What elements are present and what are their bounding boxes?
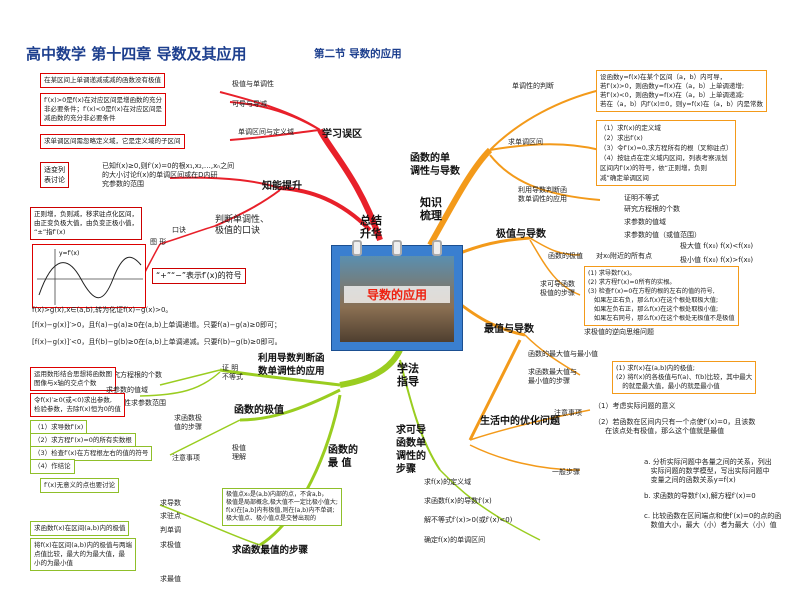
- branch-optimization: 生活中的优化问题: [480, 416, 560, 427]
- apply-item-3: 求参数的值域: [624, 218, 666, 226]
- method-step-2: 求函数f(x)的导数f′(x): [424, 497, 492, 505]
- branch-derivative-steps: 求可导 函数单 调性的 步骤: [396, 425, 426, 475]
- box-mnemonic: 正则增，负则减，移求驻点化区间， 由正变负极大值，由负变正极小值， “±”指f′…: [30, 207, 142, 240]
- hub-knowledge: 知识 梳理: [420, 196, 442, 222]
- text-root-discussion: 已知f(x)≥0,则f′(x)=0的根x₁,x₂,…,xₙ之间 的大小讨论f(x…: [102, 162, 235, 188]
- label-prove-inequality: 证 明 不等式: [222, 364, 243, 381]
- method-step-4: 确定f(x)的单调区间: [424, 536, 486, 544]
- extremum-step-3: （3）检查f′(x)在方程根左右的值的符号: [30, 446, 153, 461]
- branch-learning-misconceptions: 学习误区: [322, 129, 362, 140]
- max-step-stationary: 求驻点: [160, 512, 181, 520]
- label-extremum-understanding: 极值 理解: [232, 444, 246, 461]
- optimization-note-1: （1）考虑实际问题的意义: [594, 402, 676, 410]
- text-max-def: 极大值 f(x₀) f(x)<f(x₀): [680, 242, 754, 250]
- box-max-steps: (1) 求f(x)在(a,b)内的极值; (2) 将f(x)的各极值与f(a)、…: [612, 361, 757, 394]
- binder-ring: [352, 240, 362, 256]
- text-no-extremum: 在某区间上单调递减或减的函数没有极值: [40, 73, 165, 88]
- label-extremum-monotonicity: 极值与单调性: [232, 80, 274, 88]
- max-step-derivative: 求导数: [160, 499, 181, 507]
- extremum-step-4: （4）作结论: [30, 459, 75, 474]
- derivative-curve-svg: y=f′(x): [37, 249, 143, 305]
- branch-skill-improvement: 知能提升: [262, 181, 302, 192]
- label-extremum-steps-right: 求可导函数 极值的步骤: [540, 280, 575, 297]
- graph-f-label: y=f′(x): [59, 250, 79, 257]
- formula-line-1: f(x)>g(x),x∈(a,b),转为化证f(x)−g(x)>0。: [32, 306, 173, 314]
- optimization-note-2: （2）若函数在区间内只有一个点使f′(x)=0，且该数 在该点处有极值，那么这个…: [594, 418, 756, 435]
- center-topic-label: 导数的应用: [344, 286, 450, 303]
- page-title: 高中数学 第十四章 导数及其应用: [26, 45, 247, 63]
- label-general-steps: 一般步骤: [552, 468, 580, 476]
- label-monotonic-judgement: 单调性的判断: [512, 82, 554, 90]
- binder-ring: [432, 240, 442, 256]
- box-sign-meaning: “+”“−”表示f′(x)的符号: [152, 268, 246, 284]
- branch-function-max: 函数的 最 值: [328, 445, 358, 469]
- text-interval-extremum: 求函数f(x)在区间(a,b)内的极值: [30, 521, 130, 536]
- hub-summary: 总结 升华: [360, 214, 382, 240]
- max-step-extremum: 求极值: [160, 541, 181, 549]
- text-interval-subset: 求单调区间需忽略定义域，它是定义域的子区间: [40, 134, 185, 149]
- general-step-c: c. 比较函数在区间端点和使f′(x)=0的点的函 数值大小，最大（小）者为最大…: [644, 512, 782, 529]
- box-monotonic-rule: 设函数y=f(x)在某个区间（a，b）内可导， 若f′(x)>0，则函数y=f(…: [596, 70, 767, 112]
- formula-line-3: [f(x)−g(x)]′<0，且f(b)−g(b)≥0在(a,b)上单调递减。只…: [32, 338, 282, 346]
- text-sufficient-condition: f′(x)>0是f(x)在对应区间是增函数的充分 非必要条件；f′(x)<0是f…: [40, 93, 166, 126]
- text-parameter-check: 令f(x)′≥0(或<0)求出参数, 检验参数，去除f(x)恒为0的值: [30, 393, 125, 417]
- label-derivable: 可导与导减: [232, 100, 267, 108]
- label-find-interval: 求单调区间: [508, 138, 543, 146]
- stones-image: 导数的应用: [340, 256, 454, 342]
- tag-table-discussion: 适变列 表讨论: [40, 162, 69, 188]
- branch-max-derivative: 最值与导数: [484, 324, 534, 335]
- text-min-def: 极小值 f(x₀) f(x)>f(x₀): [680, 256, 754, 264]
- label-extremum-steps: 求函数极 值的步骤: [174, 414, 202, 431]
- label-equation-roots: 研究方程根的个数: [106, 371, 162, 379]
- derivative-graph: y=f′(x): [32, 244, 146, 308]
- box-extremum-steps: (1) 求导数f′(x)。 (2) 求方程f′(x)=0所有的实根。 (3) 检…: [584, 266, 739, 326]
- apply-item-2: 研究方程根的个数: [624, 205, 680, 213]
- center-topic-card: 导数的应用: [331, 240, 463, 351]
- label-notes: 注意事项: [172, 454, 200, 462]
- label-judge-mnemonic: 判断单调性、 极值的口诀: [215, 215, 270, 236]
- label-function-extremum: 函数的极值: [548, 252, 583, 260]
- apply-item-1: 证明不等式: [624, 194, 659, 202]
- max-step-maximum: 求最值: [160, 575, 181, 583]
- text-max-min: 函数的最大值与最小值: [528, 350, 598, 358]
- branch-extremum-derivative: 极值与导数: [496, 229, 546, 240]
- hub-method: 学法 指导: [397, 362, 419, 388]
- text-inverse-thinking: 求极值的逆向思维问题: [584, 328, 654, 336]
- general-step-b: b. 求函数的导数f′(x),解方程f′(x)=0: [644, 492, 756, 500]
- text-compare-endpoints: 将f(x)在区间(a,b)内的极值与两端 点值比较，最大的为最大值，最 小的为最…: [30, 538, 136, 571]
- text-undefined-points: f′(x)无意义的点也要讨论: [40, 478, 120, 493]
- method-step-1: 求f(x)的定义域: [424, 478, 472, 486]
- page-subtitle: 第二节 导数的应用: [314, 48, 402, 60]
- label-mnemonic: 口诀: [172, 226, 186, 234]
- label-max-min-steps: 求函数最大值与 最小值的步骤: [528, 368, 577, 385]
- label-optimization-notes: 注意事项: [554, 409, 582, 417]
- branch-monotonic-application: 利用导数判断函 数单调性的应用: [258, 353, 325, 377]
- formula-line-2: [f(x)−g(x)]′>0，且f(a)−g(a)≥0在(a,b)上单调递增。只…: [32, 321, 281, 329]
- label-max-steps: 求函数最值的步骤: [232, 545, 309, 556]
- branch-function-extremum: 函数的极值: [234, 405, 284, 416]
- apply-item-4: 求参数的值（或值范围）: [624, 231, 701, 239]
- branch-monotonic-derivative: 函数的单 调性与导数: [410, 153, 460, 177]
- label-apply-monotonic: 利用导数判断函 数单调性的应用: [518, 186, 567, 203]
- text-nearby-points: 对x₀附近的所有点: [596, 252, 652, 260]
- box-interval-steps: （1）求f(x)的定义域 （2）求出f′(x) （3）令f′(x)=0,求方程所…: [596, 120, 737, 186]
- label-known-monotonic: 已知单调性求参数范围: [96, 399, 166, 407]
- method-step-3: 解不等式f′(x)>0(或f′(x)<0): [424, 516, 513, 524]
- text-graph-intersections: 运用数形结合思想将函数图 图像与x轴的交点个数: [30, 367, 116, 391]
- box-extremum-properties: 极值点x₀是(a,b)内部的点，不含a,b， 极值是局部概念,极大值不一定比极小…: [222, 488, 342, 526]
- binder-ring: [392, 240, 402, 256]
- max-step-monotonic: 判单调: [160, 526, 181, 534]
- label-graph: 图 形: [150, 238, 167, 246]
- general-step-a: a. 分析实际问题中各量之间的关系，列出 实际问题的数学模型，写出实际问题中 变…: [644, 458, 772, 484]
- label-interval-domain: 单调区间与定义域: [238, 128, 294, 136]
- label-parameter-range: 求参数的值域: [106, 386, 148, 394]
